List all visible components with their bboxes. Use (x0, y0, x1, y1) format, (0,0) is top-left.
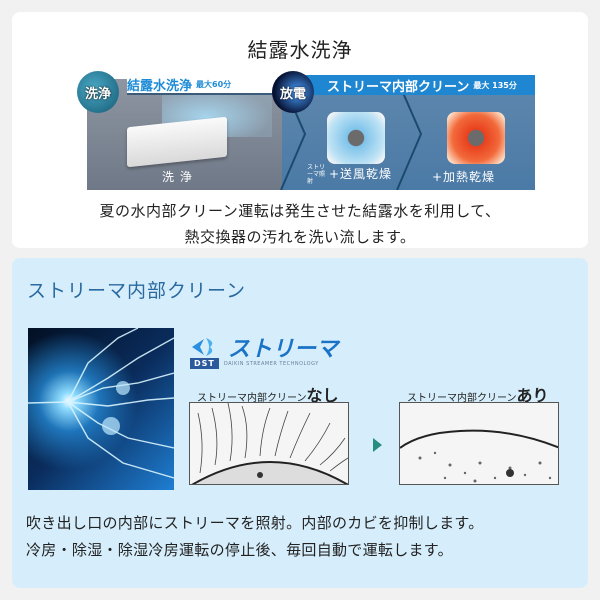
heat-dry-step-label: +加熱乾燥 (432, 170, 496, 184)
mold-growth-icon (191, 403, 348, 484)
streamer-logo: ストリーマ (190, 331, 338, 363)
wash-step-label: 洗 浄 (162, 170, 193, 184)
mold-with-clean-image (399, 402, 559, 485)
wash-description: 夏の水内部クリーン運転は発生させた結露水を利用して、 熱交換器の汚れを洗い流しま… (99, 202, 501, 246)
wash-banner: 結露水洗浄 最大60分 (127, 75, 287, 95)
condensation-wash-card: 結露水洗浄 結露水洗浄 最大60分 ストリーマ内部クリーン 最大 135分 洗浄… (12, 12, 588, 248)
fan-dry-step-label: ストリーマ照射+送風乾燥 (307, 164, 393, 185)
arrow-right-icon (373, 438, 382, 452)
before-label: ストリーマ内部クリーンなし (197, 386, 339, 405)
streamer-discharge-image (28, 328, 174, 490)
streamer-banner: ストリーマ内部クリーン 最大 135分 (299, 75, 535, 95)
chevron-divider-icon (396, 79, 423, 190)
heat-exchanger-fan-dry-image (327, 112, 385, 164)
cleaning-process-diagram: 結露水洗浄 最大60分 ストリーマ内部クリーン 最大 135分 洗浄 放電 洗 … (67, 67, 535, 190)
wash-badge: 洗浄 (77, 71, 119, 113)
streamer-logo-icon (192, 338, 213, 356)
section-title: ストリーマ内部クリーン (27, 280, 247, 302)
lightning-icon (28, 328, 174, 479)
dst-tagline: DAIKIN STREAMER TECHNOLOGY (223, 360, 319, 367)
section-title: 結露水洗浄 (247, 38, 353, 62)
dst-branding: DST DAIKIN STREAMER TECHNOLOGY (190, 358, 319, 369)
mold-without-clean-image (189, 402, 349, 485)
heat-exchanger-heat-dry-image (447, 112, 505, 164)
discharge-badge: 放電 (272, 71, 314, 113)
clean-surface-icon (400, 429, 558, 483)
streamer-clean-card: ストリーマ内部クリーン ストリーマ DST DAIKIN STREAMER TE… (12, 258, 588, 588)
after-label: ストリーマ内部クリーンあり (407, 386, 549, 405)
streamer-description: 吹き出し口の内部にストリーマを照射。内部のカビを抑制します。 冷房・除湿・除湿冷… (26, 514, 484, 559)
dst-badge: DST (190, 358, 219, 369)
